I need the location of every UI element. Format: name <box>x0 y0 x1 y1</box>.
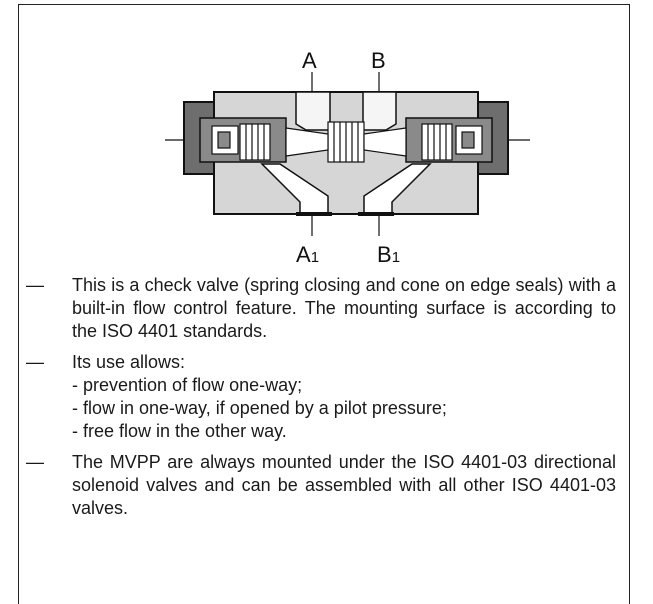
port-b-label: B <box>371 48 386 73</box>
description-list: — This is a check valve (spring closing … <box>26 274 616 528</box>
bullet-dash: — <box>26 452 44 472</box>
port-b1-label: B1 <box>377 242 400 267</box>
top-ports <box>295 91 397 131</box>
bullet-dash: — <box>26 275 44 295</box>
left-spring-piston <box>211 123 271 161</box>
usage-sub-item: - prevention of flow one-way; <box>72 375 303 395</box>
list-item: — The MVPP are always mounted under the … <box>26 451 616 520</box>
list-item: — Its use allows: - prevention of flow o… <box>26 351 616 443</box>
document-frame <box>18 4 630 604</box>
bullet-dash: — <box>26 352 44 372</box>
port-a1-label: A1 <box>296 242 319 267</box>
port-a-label: A <box>302 48 317 73</box>
mounting-text: The MVPP are always mounted under the IS… <box>72 452 616 518</box>
right-spring-piston <box>421 123 483 161</box>
list-item: — This is a check valve (spring closing … <box>26 274 616 343</box>
central-spool <box>285 121 407 163</box>
usage-sub-item: - flow in one-way, if opened by a pilot … <box>72 398 447 418</box>
bottom-port-plates <box>296 212 394 216</box>
usage-block: Its use allows: - prevention of flow one… <box>72 351 616 443</box>
description-text: This is a check valve (spring closing an… <box>72 275 616 341</box>
usage-sub-item: - free flow in the other way. <box>72 421 287 441</box>
usage-intro: Its use allows: <box>72 352 186 372</box>
check-valve-cross-section: A B A1 B1 <box>165 48 530 267</box>
